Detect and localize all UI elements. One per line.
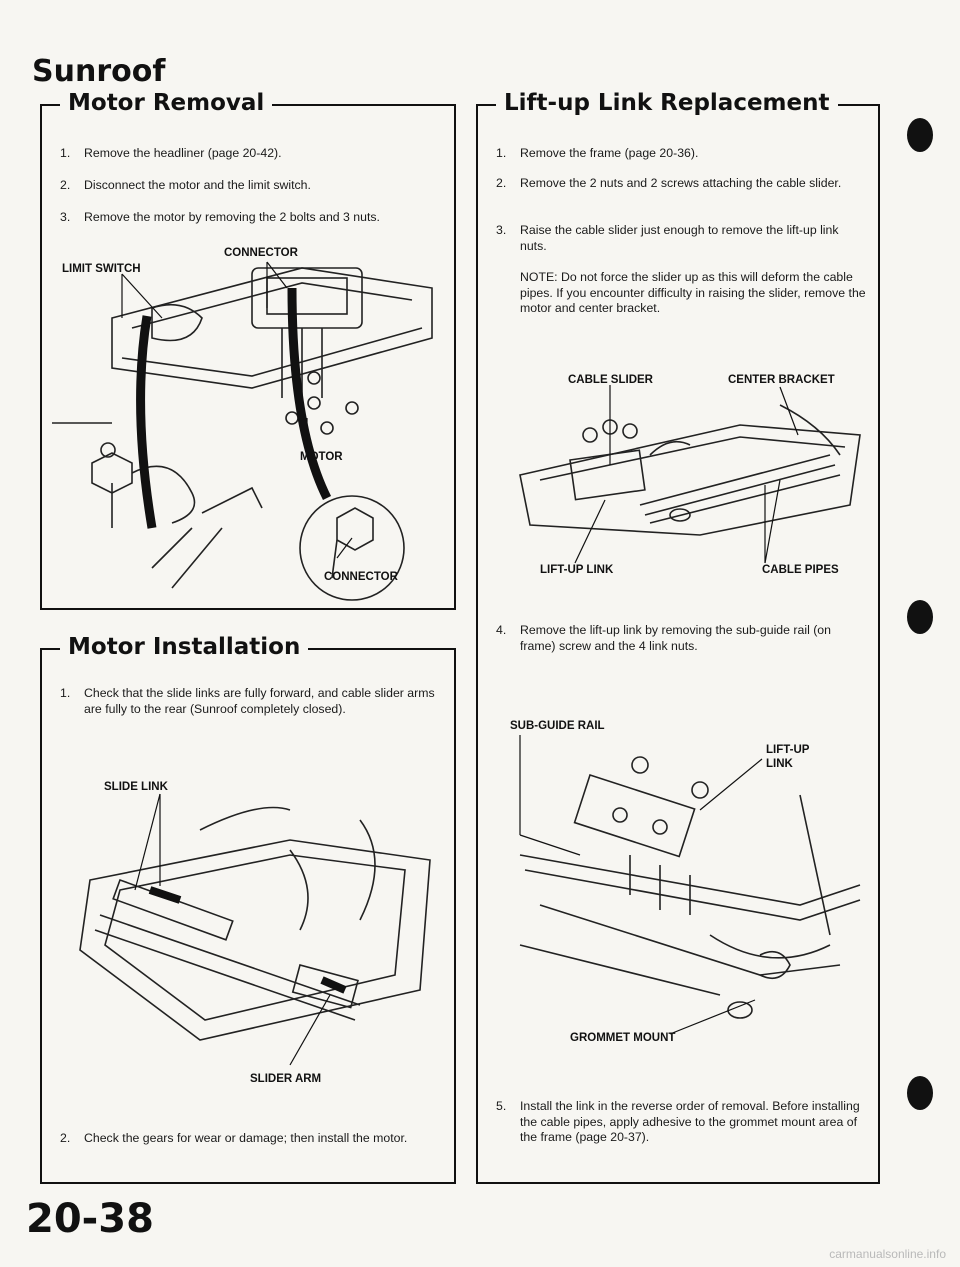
lift-up-label-line-1: LIFT-UP: [766, 744, 810, 756]
page-number: 20-38: [26, 1196, 154, 1242]
motor-removal-step-2: 2. Disconnect the motor and the limit sw…: [60, 178, 311, 192]
page-title: Sunroof: [32, 54, 166, 89]
lift-up-step-5: 5. Install the link in the reverse order…: [496, 1099, 860, 1144]
lift-up-link-label: LIFT-UP LINK: [540, 564, 614, 576]
motor-installation-step-2: 2. Check the gears for wear or damage; t…: [60, 1131, 408, 1145]
section-tick: [40, 648, 54, 650]
lift-up-figure-1: CABLE SLIDER CENTER BRACKET LIFT-UP LINK…: [519, 374, 861, 576]
slider-arm-label: SLIDER ARM: [250, 1073, 321, 1085]
center-bracket-label: CENTER BRACKET: [728, 374, 835, 386]
lift-up-step-1: 1. Remove the frame (page 20-36).: [496, 146, 699, 160]
binder-hole-mark: [907, 118, 933, 152]
cable-slider-label: CABLE SLIDER: [568, 374, 654, 386]
watermark: carmanualsonline.info: [829, 1247, 946, 1261]
lift-up-step-3: 3. Raise the cable slider just enough to…: [496, 223, 839, 253]
lift-up-note: NOTE: Do not force the slider up as this…: [520, 270, 866, 315]
sub-guide-rail-label: SUB-GUIDE RAIL: [510, 720, 605, 732]
binder-hole-mark: [907, 600, 933, 634]
lift-up-step-2: 2. Remove the 2 nuts and 2 screws attach…: [496, 176, 842, 190]
motor-removal-step-3: 3. Remove the motor by removing the 2 bo…: [60, 210, 380, 224]
connector-bottom-label: CONNECTOR: [324, 571, 399, 583]
lift-up-step-4: 4. Remove the lift-up link by removing t…: [496, 623, 831, 653]
motor-removal-figure: LIMIT SWITCH CONNECTOR MOTOR CONNECTOR: [52, 247, 433, 601]
motor-label: MOTOR: [300, 451, 343, 463]
motor-installation-title: Motor Installation: [60, 633, 309, 661]
limit-switch-label: LIMIT SWITCH: [62, 263, 141, 275]
cable-pipes-label: CABLE PIPES: [762, 564, 839, 576]
section-tick: [40, 104, 54, 106]
lift-up-label-line-2: LINK: [766, 758, 794, 770]
section-tick: [476, 104, 490, 106]
lift-up-link-title: Lift-up Link Replacement: [496, 89, 838, 117]
motor-installation-step-1: 1. Check that the slide links are fully …: [60, 686, 435, 716]
motor-removal-title: Motor Removal: [60, 89, 273, 117]
grommet-mount-label: GROMMET MOUNT: [570, 1032, 675, 1044]
motor-removal-step-1: 1. Remove the headliner (page 20-42).: [60, 146, 282, 160]
motor-installation-figure: SLIDE LINK SLIDER ARM: [79, 781, 431, 1085]
slide-link-label: SLIDE LINK: [104, 781, 169, 793]
lift-up-figure-2: SUB-GUIDE RAIL LIFT-UP LINK GROMMET MOUN…: [510, 720, 861, 1044]
connector-top-label: CONNECTOR: [224, 247, 299, 259]
binder-hole-mark: [907, 1076, 933, 1110]
